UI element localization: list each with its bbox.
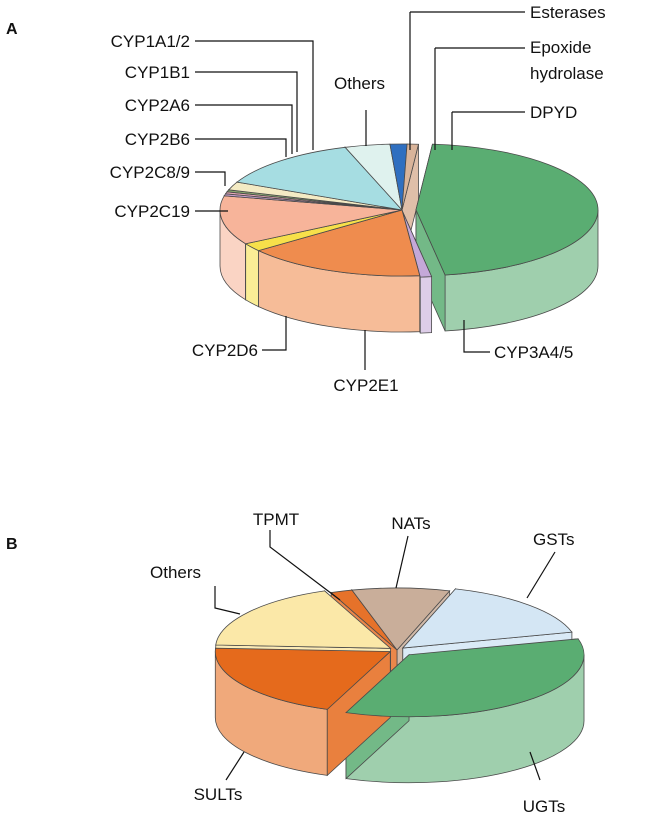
- label-epoxide: Epoxide: [530, 38, 591, 57]
- label-gsts: GSTs: [533, 530, 575, 549]
- pie-slice-cyp3a4-5: [415, 143, 599, 276]
- label-cyp1b1: CYP1B1: [125, 63, 190, 82]
- pie-slice-nats: [351, 587, 451, 651]
- leader-ugts: [529, 751, 541, 781]
- label-others-b: Others: [150, 563, 201, 582]
- label-cyp3a4: CYP3A4/5: [494, 343, 573, 362]
- leader-cyp2c8: [195, 171, 226, 186]
- pie-slice-sults: [214, 647, 392, 710]
- leader-cyp2d6: [262, 316, 287, 351]
- label-cyp2d6: CYP2D6: [192, 341, 258, 360]
- panel-b-letter: B: [6, 536, 18, 553]
- leader-cyp3a4: [463, 320, 490, 353]
- panel-a-leaders: [195, 11, 525, 370]
- leader-cyp2b6: [195, 138, 287, 157]
- label-dpyd: DPYD: [530, 103, 577, 122]
- pie-side-cyp2c19-rim: [245, 243, 259, 308]
- label-esterases: Esterases: [530, 3, 606, 22]
- panel-b-labels: TPMT NATs GSTs Others SULTs UGTs: [150, 510, 575, 816]
- pie-chart-a: [219, 143, 599, 334]
- leader-cyp1a1: [195, 40, 314, 150]
- panel-a-labels: Esterases Epoxide hydrolase DPYD CYP1A1/…: [110, 3, 606, 395]
- label-cyp2b6: CYP2B6: [125, 130, 190, 149]
- label-cyp2c19: CYP2C19: [114, 202, 190, 221]
- label-hydrolase: hydrolase: [530, 64, 604, 83]
- pie-slice-cyp2c8-9: [219, 195, 403, 245]
- leader-tpmt: [269, 530, 341, 601]
- pie-side-cyp2e1-rim: [419, 276, 433, 334]
- pie-slice-others: [215, 590, 392, 649]
- leader-sults: [225, 751, 245, 781]
- label-cyp2e1: CYP2E1: [333, 376, 398, 395]
- label-others-a: Others: [334, 74, 385, 93]
- pie-slice-cyp2e1: [402, 211, 433, 278]
- panel-b-leaders: [214, 530, 556, 781]
- leader-cyp2a6: [195, 104, 293, 154]
- pie-slice-ugts: [345, 638, 585, 718]
- leader-gsts: [526, 551, 556, 599]
- label-cyp2c8: CYP2C8/9: [110, 163, 190, 182]
- label-ugts: UGTs: [523, 797, 566, 816]
- pie-slice-others: [236, 146, 404, 211]
- label-tpmt: TPMT: [253, 510, 299, 529]
- label-sults: SULTs: [194, 785, 243, 804]
- leader-cyp1b1: [195, 71, 298, 152]
- label-nats: NATs: [391, 514, 430, 533]
- panel-a-letter: A: [6, 21, 18, 38]
- pie-slice-gsts: [401, 588, 573, 649]
- pie-slice-dpyd: [401, 143, 420, 211]
- label-cyp2a6: CYP2A6: [125, 96, 190, 115]
- leader-others-b: [214, 586, 241, 615]
- label-cyp1a1: CYP1A1/2: [111, 32, 190, 51]
- pie-slice-cyp2d6: [257, 209, 421, 277]
- leader-nats: [395, 535, 409, 589]
- pie-chart-b: [214, 587, 585, 784]
